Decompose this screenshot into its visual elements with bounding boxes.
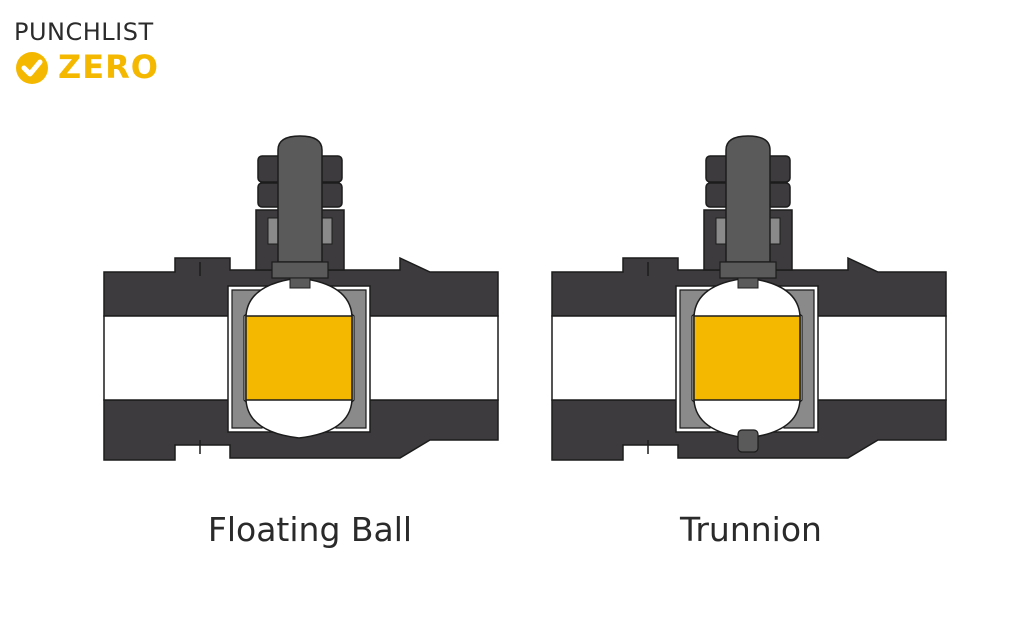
brand-name-line2: ZERO [58, 48, 159, 86]
brand-logo: PUNCHLIST ZERO [14, 16, 164, 88]
trunnion-valve [551, 135, 947, 461]
floating-ball-caption: Floating Ball [207, 510, 413, 549]
trunnion-caption: Trunnion [680, 510, 822, 549]
checkmark-circle-icon [16, 52, 48, 84]
floating-ball-valve [103, 135, 499, 461]
brand-name-line1: PUNCHLIST [14, 18, 154, 46]
